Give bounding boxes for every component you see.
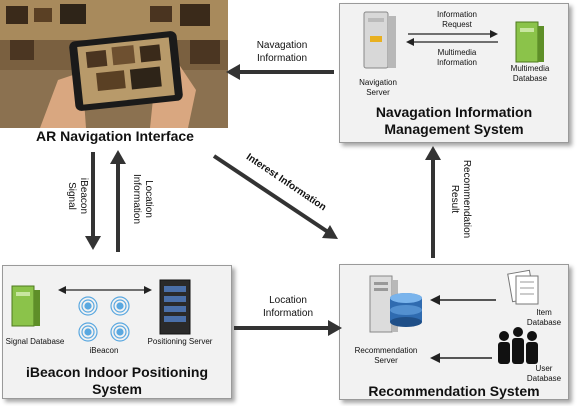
museum-scene-illustration — [0, 0, 228, 128]
ibeacon-signal-icon — [78, 296, 130, 342]
ar-photo — [0, 0, 228, 128]
item-database-icon — [507, 269, 539, 305]
ar-navigation-title: AR Navigation Interface — [36, 128, 194, 144]
ibeacon-label: iBeacon — [89, 346, 119, 355]
multimedia-database-icon — [515, 21, 544, 63]
signal-database-icon — [11, 285, 40, 327]
positioning-server-label: Positioning Server — [147, 337, 213, 346]
recommendation-system-title: Recommendation System — [368, 383, 540, 399]
positioning-server-icon — [159, 279, 191, 335]
user-database-icon — [498, 327, 538, 364]
navigation-server-icon — [363, 11, 396, 69]
signal-database-label: Signal Database — [5, 337, 65, 346]
database-stack-icon — [390, 293, 422, 327]
navigation-server-label: Navigation Server — [359, 78, 397, 97]
